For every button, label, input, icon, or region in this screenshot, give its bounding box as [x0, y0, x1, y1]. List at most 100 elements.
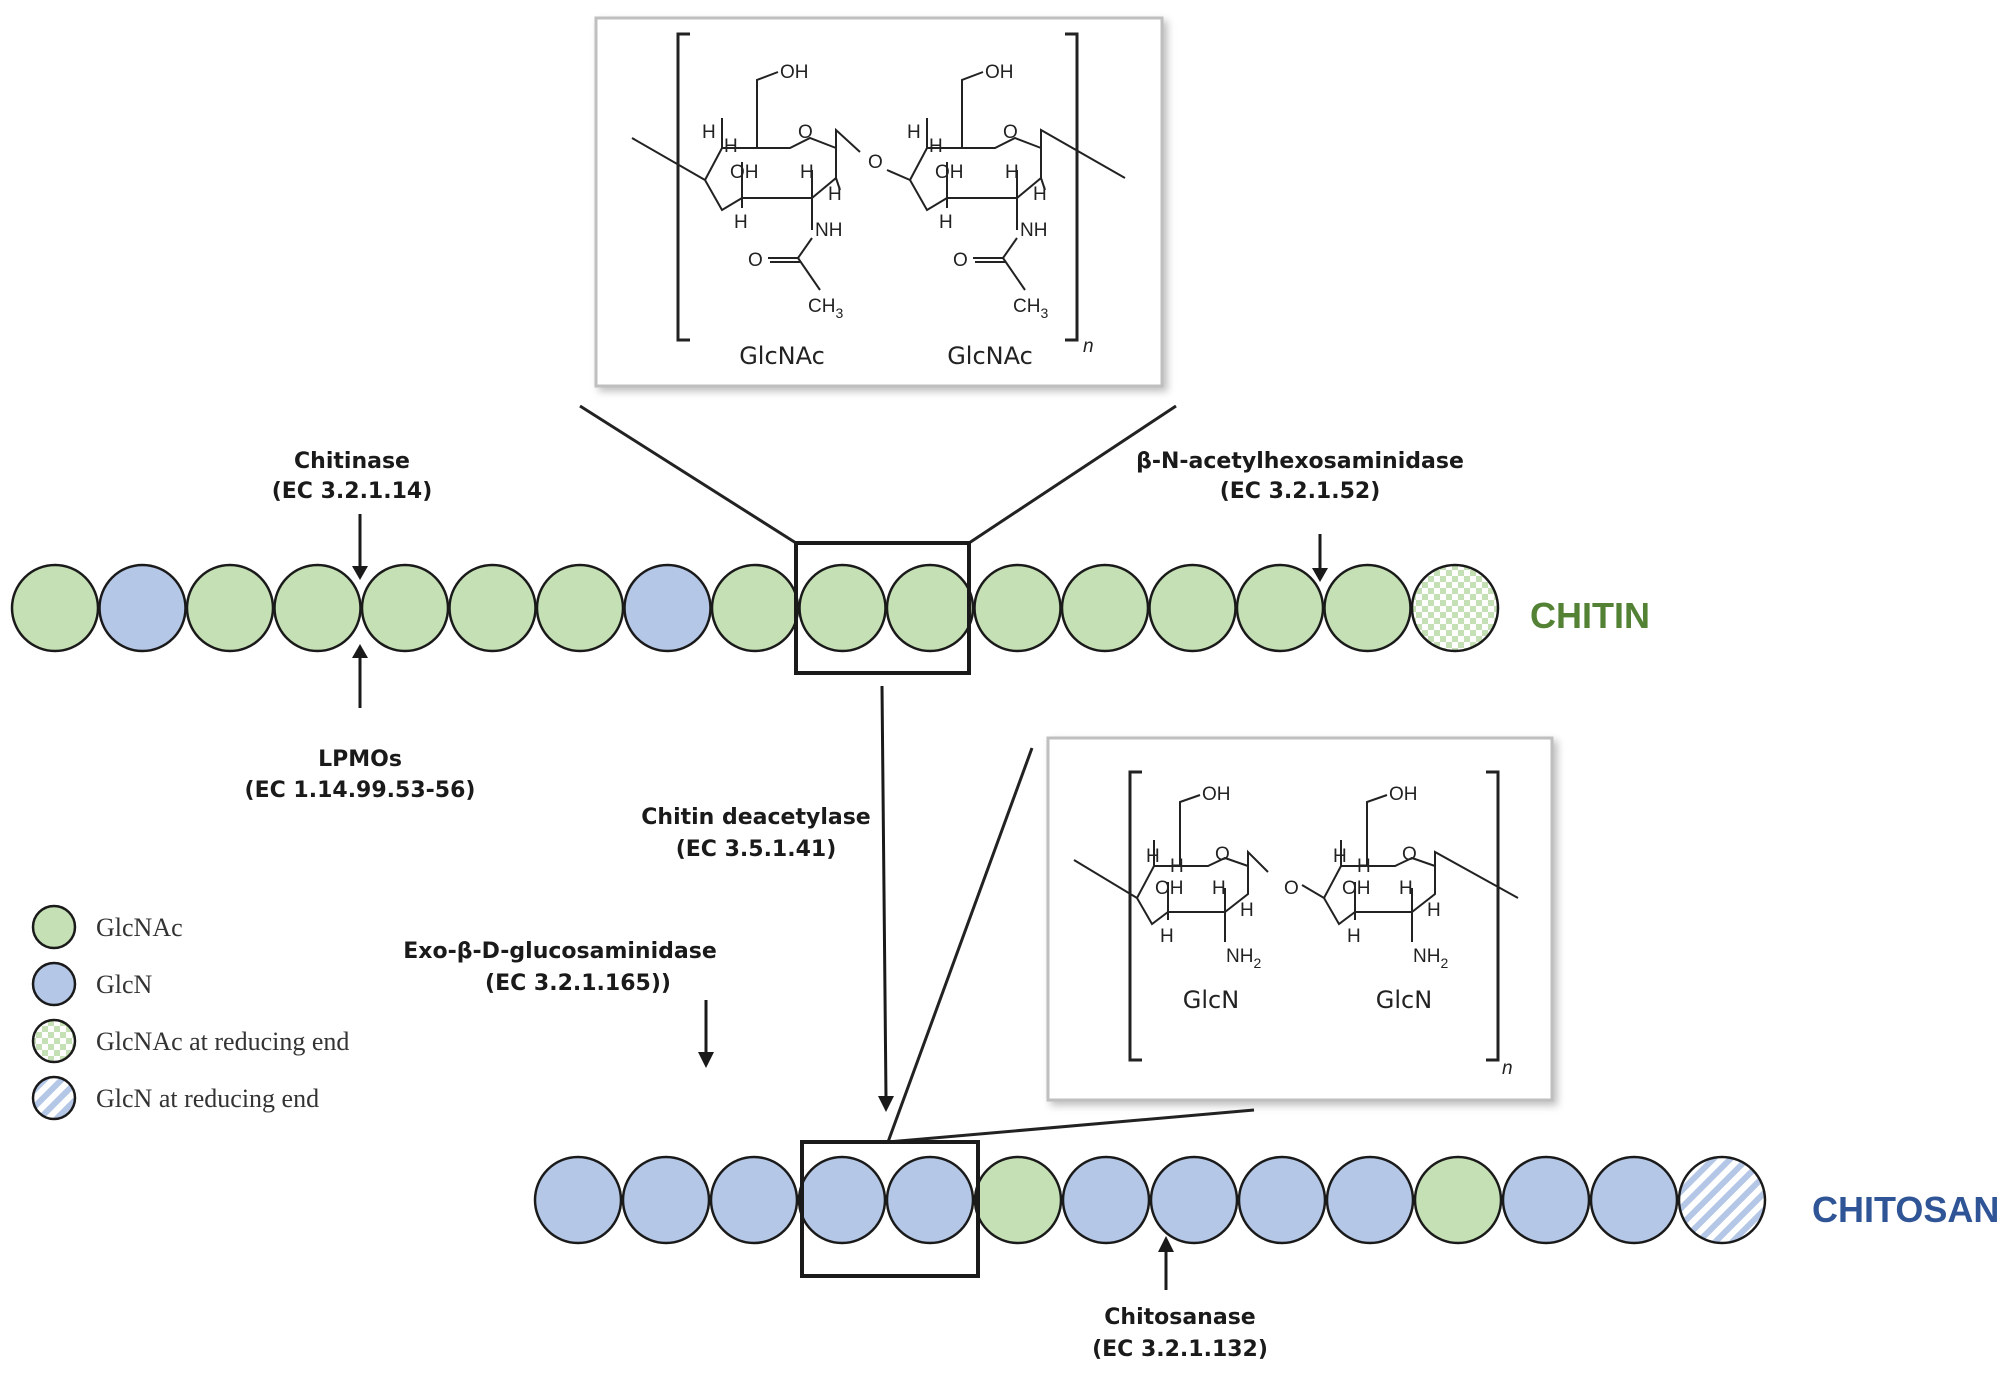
- atom-h: H: [929, 136, 943, 157]
- hexosaminidase-name: β-N-acetylhexosaminidase: [1136, 449, 1464, 474]
- atom-oh: OH: [1342, 878, 1371, 899]
- residue-glcnac: [1235, 563, 1325, 653]
- residue-glcnac: [798, 563, 887, 653]
- residue-glcn: [885, 1155, 975, 1245]
- deacetylase-ec: (EC 3.5.1.41): [676, 837, 837, 862]
- atom-nh: NH: [1226, 946, 1253, 967]
- deacetylase-annotation: Chitin deacetylase (EC 3.5.1.41): [641, 685, 894, 1112]
- exoglucosaminidase-ec: (EC 3.2.1.165)): [485, 971, 671, 996]
- atom-ch3: CH3: [1013, 296, 1048, 321]
- residue-glcn: [98, 563, 187, 653]
- residue-glcnac: [973, 1155, 1063, 1245]
- atom-h: H: [1399, 878, 1413, 899]
- chitin-right-bracket: [1065, 32, 1079, 342]
- residue-glcn: [621, 1155, 711, 1245]
- chitosan-bonds: [1073, 794, 1519, 942]
- chitosan-repeat-n: n: [1502, 1058, 1513, 1079]
- residue-glcnac: [1323, 563, 1412, 653]
- atom-o: O: [798, 122, 813, 143]
- legend-swatch-glcn-reducing: [31, 1075, 77, 1121]
- legend-label-glcnac-reducing: GlcNAc at reducing end: [96, 1027, 349, 1056]
- chitosan-unit1-label: GlcN: [1183, 986, 1239, 1014]
- atom-o-glycosidic: O: [868, 152, 883, 173]
- deacetylase-arrow-head: [878, 1096, 894, 1112]
- residue-glcnac: [273, 563, 362, 653]
- atom-h: H: [828, 184, 842, 205]
- atom-o-glycosidic: O: [1284, 878, 1299, 899]
- chitin-selection-box: [794, 541, 971, 675]
- residue-glcnac: [10, 563, 100, 653]
- lpmo-arrow-head: [352, 644, 368, 658]
- atom-h: H: [1240, 900, 1254, 921]
- chitosan-structure-box: [1046, 736, 1554, 1102]
- chitosan-unit2-label: GlcN: [1376, 986, 1432, 1014]
- hexosaminidase-ec: (EC 3.2.1.52): [1220, 479, 1381, 504]
- legend-swatch-glcn: [31, 961, 77, 1007]
- atom-h: H: [1333, 846, 1347, 867]
- atom-o: O: [1402, 844, 1417, 865]
- chitinase-name: Chitinase: [294, 449, 410, 474]
- chitin-unit2-label: GlcNAc: [947, 342, 1033, 370]
- atom-h: H: [1427, 900, 1441, 921]
- residue-glcnac: [1148, 563, 1237, 653]
- residue-glcn: [533, 1155, 623, 1245]
- residue-glcn: [1589, 1155, 1679, 1245]
- atom-oh: OH: [985, 62, 1014, 83]
- residue-glcn-reducing: [1677, 1155, 1767, 1245]
- residue-glcn: [709, 1155, 799, 1245]
- hexosaminidase-arrow-head: [1312, 568, 1328, 582]
- residue-glcnac: [448, 563, 537, 653]
- chitin-structure-panel: n: [594, 16, 1164, 388]
- residue-glcnac: [1060, 563, 1150, 653]
- chitin-repeat-n: n: [1083, 336, 1094, 357]
- atom-h: H: [724, 136, 738, 157]
- chitosan-right-bracket: [1486, 770, 1500, 1062]
- atom-ch: CH: [808, 296, 835, 317]
- legend-label-glcn: GlcN: [96, 970, 153, 999]
- atom-subscript: 2: [1253, 955, 1261, 971]
- chitosanase-name: Chitosanase: [1104, 1305, 1255, 1330]
- atom-h: H: [1160, 926, 1174, 947]
- chitosan-left-bracket: [1128, 770, 1142, 1062]
- chitosan-chain: [533, 1155, 1767, 1245]
- chitin-unit1-label: GlcNAc: [739, 342, 825, 370]
- atom-oh: OH: [935, 162, 964, 183]
- atom-h: H: [939, 212, 953, 233]
- atom-o: O: [1003, 122, 1018, 143]
- chitosanase-ec: (EC 3.2.1.132): [1092, 1337, 1268, 1362]
- chitosan-selection-box: [800, 1140, 980, 1278]
- atom-h: H: [1033, 184, 1047, 205]
- residue-glcnac: [1413, 1155, 1503, 1245]
- chitin-zoom-line-right: [968, 404, 1177, 545]
- residue-glcnac: [185, 563, 275, 653]
- atom-oh: OH: [1389, 784, 1418, 805]
- atom-oh: OH: [1202, 784, 1231, 805]
- lpmo-name: LPMOs: [318, 747, 402, 772]
- atom-nh: NH: [1020, 220, 1047, 241]
- residue-glcn: [623, 563, 712, 653]
- chitinase-arrow-head: [352, 566, 368, 580]
- exoglucosaminidase-arrow-head: [698, 1052, 714, 1068]
- residue-glcn: [1149, 1155, 1239, 1245]
- hexosaminidase-annotation: β-N-acetylhexosaminidase (EC 3.2.1.52): [1136, 449, 1464, 582]
- chitin-left-bracket: [676, 32, 690, 342]
- residue-glcn: [1061, 1155, 1151, 1245]
- atom-subscript: 3: [1040, 305, 1048, 321]
- chitin-title: CHITIN: [1530, 595, 1650, 636]
- atom-h: H: [702, 122, 716, 143]
- legend-label-glcnac: GlcNAc: [96, 913, 183, 942]
- lpmo-annotation: LPMOs (EC 1.14.99.53-56): [245, 644, 475, 803]
- atom-ch3: CH3: [808, 296, 843, 321]
- chitinase-annotation: Chitinase (EC 3.2.1.14): [272, 449, 432, 580]
- residue-glcn: [1237, 1155, 1327, 1245]
- atom-oh: OH: [730, 162, 759, 183]
- atom-h: H: [1170, 856, 1184, 877]
- atom-o: O: [748, 250, 763, 271]
- atom-o: O: [953, 250, 968, 271]
- atom-h: H: [800, 162, 814, 183]
- legend-label-glcn-reducing: GlcN at reducing end: [96, 1084, 319, 1113]
- atom-nh: NH: [815, 220, 842, 241]
